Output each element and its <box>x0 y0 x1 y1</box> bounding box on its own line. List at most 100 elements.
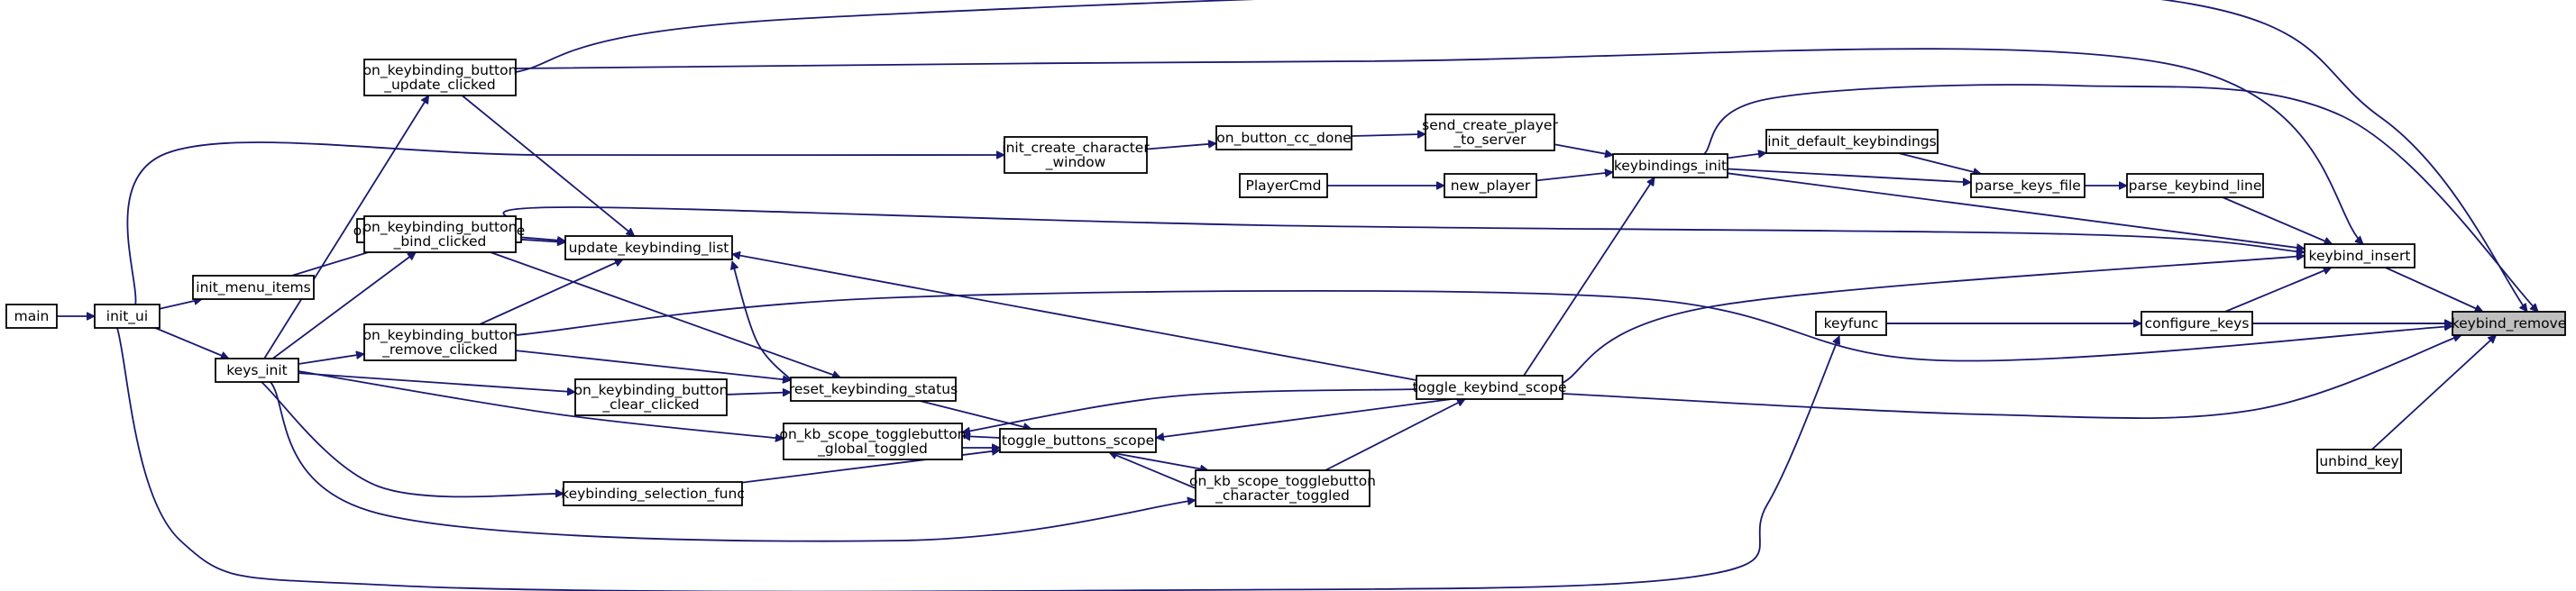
node-label: _window <box>1045 154 1106 171</box>
node-box <box>563 481 743 506</box>
node-box <box>1425 114 1555 151</box>
node-on-keybinding-button-bind-clicked[interactable]: on_keybinding_button_bind_clicked <box>363 215 518 253</box>
node-parse-keys-file[interactable]: parse_keys_file <box>1970 173 2086 198</box>
node-box <box>1195 469 1371 507</box>
node-label: keybind_insert <box>2309 248 2411 265</box>
node-box <box>1970 173 2086 198</box>
edge-on_kb_scope_togglebutton_character_toggled-to-toggle_keybind_scope <box>1325 398 1465 471</box>
edge-line <box>2370 335 2497 450</box>
node-box <box>564 235 733 260</box>
node-label: keyfunc <box>1824 315 1879 332</box>
edge-line <box>515 0 2528 312</box>
edge-keybindings_init-to-keybind_insert <box>1727 172 2305 249</box>
node-label: on_keybinding_button <box>363 219 518 236</box>
edge-line <box>1109 452 1196 489</box>
node-keybind-remove[interactable]: keybind_remove <box>2452 311 2567 336</box>
edge-on_keybinding_button_bind_clicked-to-update_keybinding_list <box>515 239 565 242</box>
node-toggle-buttons-scope[interactable]: toggle_buttons_scope <box>999 428 1157 453</box>
node-keybindings-init[interactable]: keybindings_init <box>1612 153 1728 178</box>
edge-on_keybinding_button_update_clicked-to-keybind_remove <box>515 0 2528 312</box>
edge-on_keybinding_button_update_clicked-to-update_keybinding_list <box>461 95 634 237</box>
edge-keybind_insert-to-keybind_remove <box>2385 267 2483 312</box>
node-box <box>1444 173 1537 198</box>
node-box <box>999 428 1157 453</box>
edge-line <box>1325 398 1465 471</box>
edge-line <box>1523 177 1655 377</box>
edge-on_keybinding_button_remove_clicked-to-update_keybinding_list <box>479 259 623 325</box>
node-on-kb-scope-togglebutton-global-toggled[interactable]: on_kb_scope_togglebutton_global_toggled <box>779 423 967 460</box>
edge-init_ui-to-init_menu_items <box>159 299 202 310</box>
node-init-menu-items[interactable]: init_menu_items <box>192 275 315 300</box>
node-init-create-character-window[interactable]: init_create_character_window <box>1002 136 1150 174</box>
edge-line <box>920 400 1031 429</box>
edge-line <box>2385 267 2483 312</box>
edge-line <box>1146 143 1216 150</box>
edge-line <box>2222 196 2333 244</box>
node-init-default-keybindings[interactable]: init_default_keybindings <box>1765 129 1939 154</box>
node-on-kb-scope-togglebutton-character-toggled[interactable]: on_kb_scope_togglebutton_character_toggl… <box>1189 469 1376 507</box>
node-label: keybinding_selection_func <box>561 486 745 503</box>
node-box <box>363 59 517 96</box>
edge-toggle_keybind_scope-to-toggle_buttons_scope <box>1156 398 1453 438</box>
edge-line <box>271 251 416 359</box>
node-parse-keybind-line[interactable]: parse_keybind_line <box>2126 173 2264 198</box>
node-toggle-keybind-scope[interactable]: toggle_keybind_scope <box>1413 375 1567 400</box>
edge-line <box>159 299 202 310</box>
node-keybinding-selection-func[interactable]: keybinding_selection_func <box>561 481 745 506</box>
node-label: init_create_character <box>1002 140 1150 157</box>
edge-toggle_buttons_scope-to-on_kb_scope_togglebutton_character_toggled <box>1108 451 1208 470</box>
node-label: update_keybinding_list <box>569 240 729 257</box>
edge-init_default_keybindings-to-parse_keys_file <box>1898 152 1982 174</box>
node-label: parse_keys_file <box>1975 177 2081 195</box>
node-label: unbind_key <box>2319 453 2398 470</box>
node-PlayerCmd[interactable]: PlayerCmd <box>1239 173 1328 198</box>
node-box <box>2452 311 2566 336</box>
node-keyfunc[interactable]: keyfunc <box>1815 311 1887 336</box>
node-label: PlayerCmd <box>1246 177 1322 194</box>
node-send-create-player-to-server[interactable]: send_create_player_to_server <box>1422 114 1558 151</box>
node-main[interactable]: main <box>5 304 58 329</box>
edge-line <box>126 141 1004 307</box>
node-label: _to_server <box>1453 132 1526 149</box>
edge-line <box>298 372 575 392</box>
edge-on_keybinding_button_update_clicked-to-keybind_insert <box>515 48 2363 244</box>
node-on-keybinding-button-remove-clicked[interactable]: on_keybinding_button_remove_clicked <box>363 323 518 361</box>
edge-on_keybinding_button_bind_clicked-to-keybind_insert <box>502 206 2305 252</box>
node-init-ui[interactable]: init_ui <box>94 304 160 329</box>
edge-line <box>962 388 1417 432</box>
node-on-keybinding-button-update-clicked[interactable]: on_keybinding_button_update_clicked <box>363 59 518 96</box>
edge-init_ui-to-init_create_character_window <box>126 141 1004 307</box>
edge-line <box>1554 143 1613 155</box>
node-new-player[interactable]: new_player <box>1444 173 1537 198</box>
node-label: _clear_clicked <box>601 396 699 414</box>
edge-line <box>502 206 2305 252</box>
edge-init_create_character_window-to-on_button_cc_done <box>1146 143 1216 150</box>
edge-init_ui-to-keys_init <box>154 327 229 359</box>
node-box <box>5 304 58 329</box>
node-keys-init[interactable]: keys_init <box>215 358 299 383</box>
edge-keys_init-to-on_kb_scope_togglebutton_global_toggled <box>298 370 784 439</box>
node-box <box>2141 311 2253 336</box>
node-on-keybinding-button-clear-clicked[interactable]: on_keybinding_button_clear_clicked <box>574 378 729 416</box>
node-unbind-key[interactable]: unbind_key <box>2316 449 2402 474</box>
node-box <box>363 323 517 361</box>
node-box <box>790 377 957 402</box>
node-label: toggle_keybind_scope <box>1413 379 1567 396</box>
edge-keybindings_init-to-keybind_remove <box>1703 84 2538 312</box>
node-keybind-insert[interactable]: keybind_insert <box>2304 243 2416 268</box>
edge-line <box>515 48 2363 244</box>
node-box <box>363 215 517 253</box>
edge-line <box>1727 153 1766 159</box>
node-box <box>1004 136 1148 174</box>
edge-new_player-to-keybindings_init <box>1536 172 1613 182</box>
node-configure-keys[interactable]: configure_keys <box>2141 311 2253 336</box>
edge-line <box>461 95 634 237</box>
edge-configure_keys-to-keybind_insert <box>2224 268 2332 313</box>
node-reset-keybinding-status[interactable]: reset_keybinding_status <box>789 377 958 402</box>
node-update-keybinding-list[interactable]: update_keybinding_list <box>564 235 733 260</box>
node-on-button-cc-done[interactable]: on_button_cc_done <box>1215 125 1352 150</box>
node-box <box>2316 449 2402 474</box>
edge-line <box>2224 268 2332 313</box>
node-box <box>574 378 728 416</box>
edge-line <box>263 95 430 359</box>
